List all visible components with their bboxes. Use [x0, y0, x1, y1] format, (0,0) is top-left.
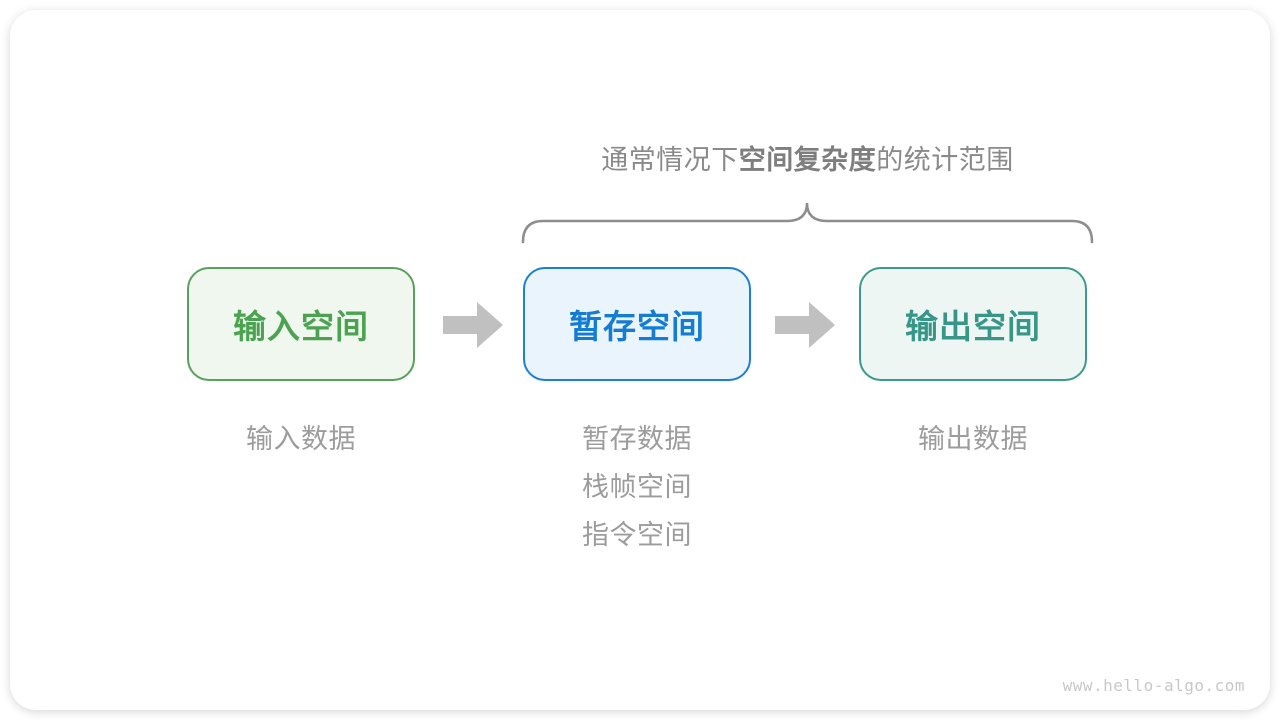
scope-title-prefix: 通常情况下 [601, 145, 739, 175]
note-stack-frame-space: 栈帧空间 [582, 472, 692, 502]
box-input-space: 输入空间 [187, 267, 415, 381]
arrow-right-icon [443, 302, 503, 348]
input-space-notes: 输入数据 [187, 415, 415, 463]
arrow-right-icon [775, 302, 835, 348]
diagram-card: 通常情况下空间复杂度的统计范围 输入空间 暂存空间 输出空间 输入数据 暂存数据… [10, 10, 1270, 710]
box-input-space-label: 输入空间 [233, 308, 369, 345]
scope-title: 通常情况下空间复杂度的统计范围 [513, 144, 1102, 176]
box-output-space-label: 输出空间 [905, 308, 1041, 345]
note-buffer-data: 暂存数据 [582, 424, 692, 454]
watermark: www.hello-algo.com [1062, 676, 1245, 695]
arrow-right-shape [443, 302, 503, 348]
box-buffer-space: 暂存空间 [523, 267, 751, 381]
scope-title-suffix: 的统计范围 [876, 145, 1014, 175]
scope-brace-path [521, 202, 1094, 244]
scope-brace [521, 202, 1094, 244]
note-input-data: 输入数据 [246, 424, 356, 454]
arrow-right-shape [775, 302, 835, 348]
buffer-space-notes: 暂存数据 栈帧空间 指令空间 [523, 415, 751, 559]
box-output-space: 输出空间 [859, 267, 1087, 381]
note-instruction-space: 指令空间 [582, 520, 692, 550]
scope-title-bold-term: 空间复杂度 [738, 145, 877, 175]
output-space-notes: 输出数据 [859, 415, 1087, 463]
note-output-data: 输出数据 [918, 424, 1028, 454]
box-buffer-space-label: 暂存空间 [569, 308, 705, 345]
